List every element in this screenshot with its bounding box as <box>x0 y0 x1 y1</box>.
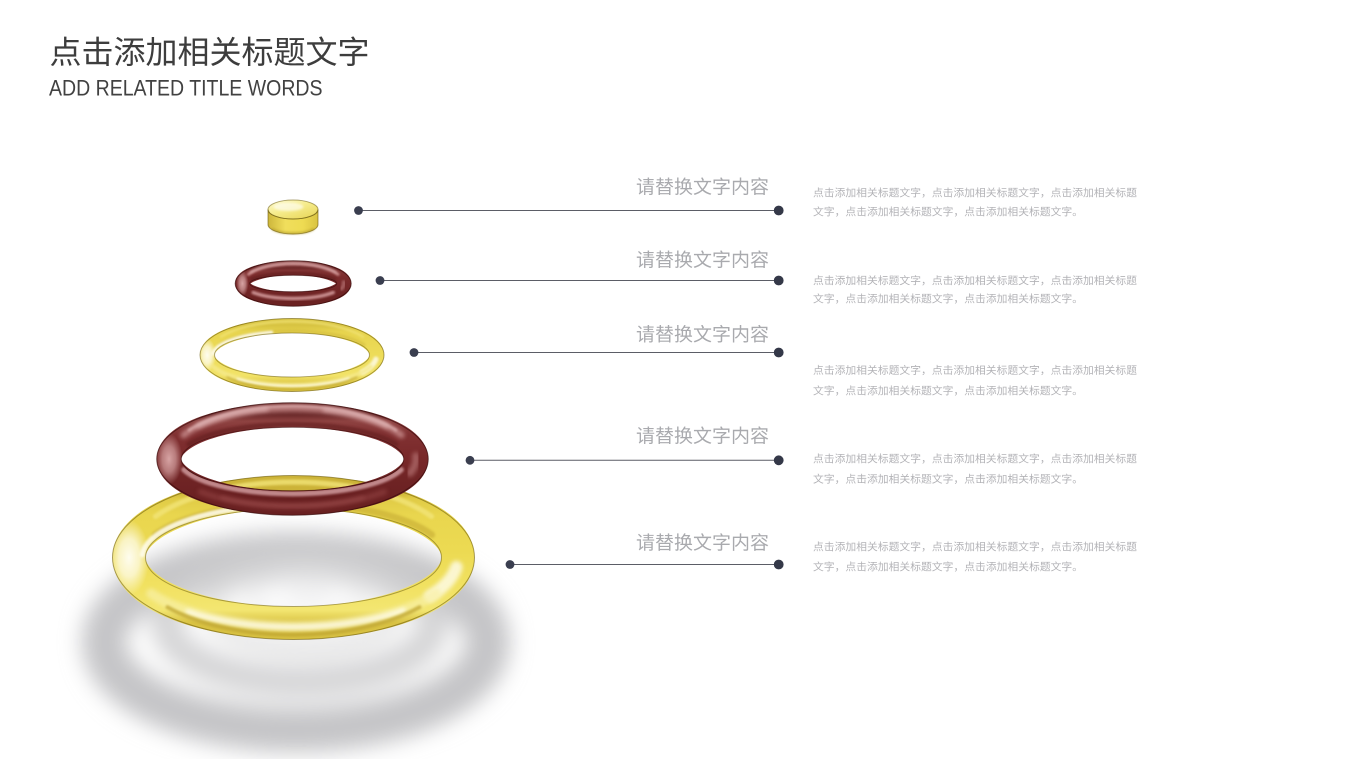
svg-text:ADD RELATED TITLE WORDS: ADD RELATED TITLE WORDS <box>49 75 323 100</box>
